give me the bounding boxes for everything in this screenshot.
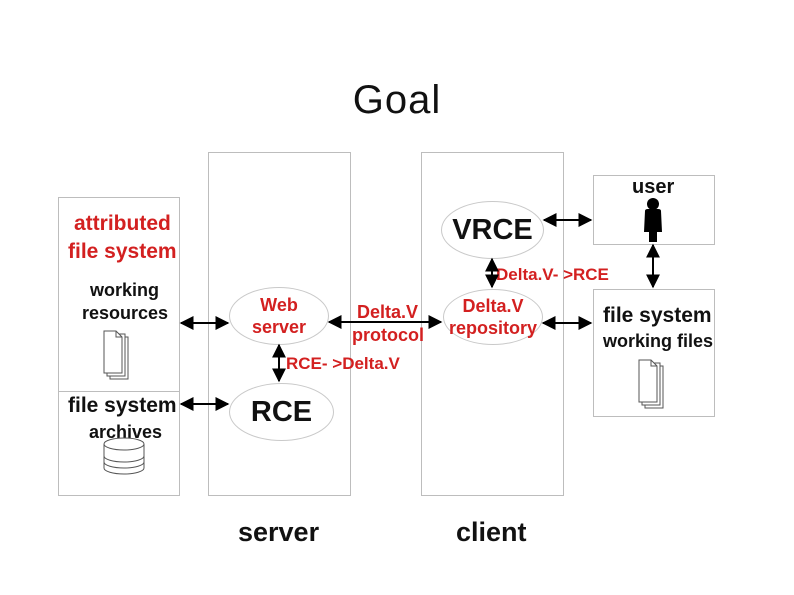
user-label: user — [632, 176, 675, 198]
attributed-label-line1: attributed — [74, 212, 171, 235]
deltav-repository-node: Delta.V repository — [443, 289, 543, 345]
attributed-label-line2: file system — [68, 240, 177, 263]
vrce-label: VRCE — [452, 213, 533, 246]
server-label: server — [251, 317, 307, 337]
page-title: Goal — [352, 78, 442, 122]
working-label: working — [90, 280, 160, 300]
files-label-line1: file system — [603, 304, 712, 327]
document-stack-icon — [638, 359, 664, 409]
panel-divider — [59, 391, 179, 392]
archives-label: archives — [89, 422, 163, 442]
client-column-label: client — [456, 517, 527, 547]
archive-disk-icon — [103, 437, 145, 475]
protocol-label-line2: protocol — [352, 325, 424, 345]
vrce-node: VRCE — [441, 201, 544, 259]
web-server-node: Web server — [229, 287, 329, 345]
rce-to-deltav-label: RCE- >Delta.V — [286, 354, 400, 373]
web-label: Web — [260, 295, 298, 315]
archive-fs-label: file system — [68, 394, 177, 417]
repo-label-line2: repository — [448, 318, 538, 338]
resources-label: resources — [82, 303, 169, 323]
repo-label-line1: Delta.V — [462, 296, 524, 316]
deltav-to-rce-label: Delta.V- >RCE — [496, 265, 609, 284]
server-column-label: server — [238, 517, 320, 547]
files-label-line2: working files — [603, 331, 714, 351]
user-person-icon — [644, 198, 662, 242]
rce-node: RCE — [229, 383, 334, 441]
document-stack-icon — [103, 330, 129, 380]
rce-label: RCE — [250, 395, 313, 428]
